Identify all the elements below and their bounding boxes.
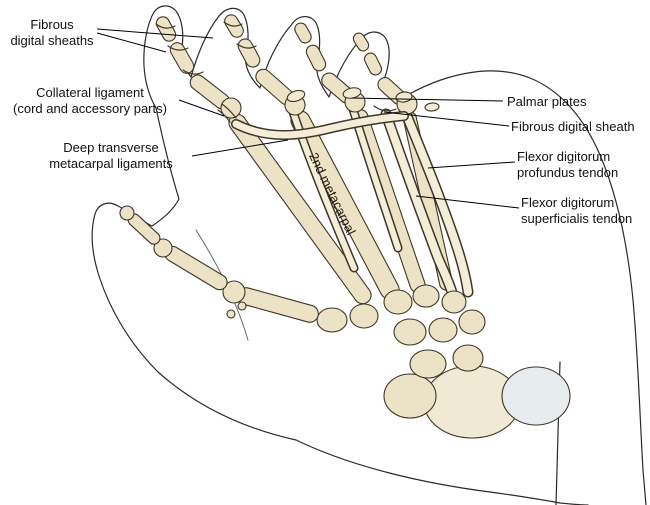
carpal-bone bbox=[383, 289, 413, 315]
label-flexor-digitorum-superficialis-tendon: Flexor digitorum superficialis tendon bbox=[521, 195, 633, 226]
ligament-band bbox=[231, 111, 409, 140]
label-collateral-ligament: Collateral ligament (cord and accessory … bbox=[13, 85, 167, 116]
leader-flexor-superficialis bbox=[415, 195, 520, 209]
finger1-distal-phalanx bbox=[155, 16, 177, 42]
palm-bottom-outline bbox=[295, 439, 589, 505]
palmar-plate-shapes bbox=[286, 87, 440, 112]
leader-palmar-plates bbox=[351, 97, 504, 102]
hand-outline bbox=[91, 5, 647, 505]
finger2-middle-phalanx bbox=[237, 38, 261, 68]
carpal-bone bbox=[412, 284, 440, 308]
ulna-end-bone bbox=[501, 366, 571, 426]
thumb-tip-joint bbox=[119, 205, 135, 221]
finger1-middle-phalanx bbox=[169, 42, 195, 74]
leader-deep-transverse bbox=[191, 139, 289, 157]
carpal-bone bbox=[349, 303, 379, 329]
sesamoid-bone bbox=[226, 309, 236, 319]
label-fibrous-digital-sheaths: Fibrous digital sheaths bbox=[10, 17, 94, 48]
carpal-bone bbox=[452, 344, 484, 372]
flexor-superficialis-tendon-shape bbox=[382, 110, 457, 300]
label-fibrous-digital-sheath: Fibrous digital sheath bbox=[511, 119, 635, 134]
leader-flexor-profundus bbox=[427, 161, 516, 169]
hand-right-edge-outline bbox=[400, 70, 647, 505]
carpal-bone bbox=[409, 349, 447, 379]
label-palmar-plates: Palmar plates bbox=[507, 94, 587, 109]
finger-bones bbox=[155, 14, 407, 110]
palmar-plate-2 bbox=[286, 89, 306, 103]
finger4-middle-phalanx bbox=[363, 52, 383, 76]
finger3-distal-phalanx bbox=[294, 22, 312, 44]
thumb-mcp-joint bbox=[222, 280, 246, 304]
deep-transverse-ligament-shape bbox=[232, 112, 408, 139]
sheath-bands bbox=[155, 21, 397, 123]
carpal-bone bbox=[316, 307, 348, 333]
leader-lines bbox=[96, 28, 520, 209]
leader-collateral-ligament bbox=[178, 99, 225, 117]
finger3-middle-phalanx bbox=[305, 44, 327, 72]
leader-fibrous-sheaths-b bbox=[96, 28, 214, 39]
carpal-bone bbox=[441, 290, 467, 314]
carpal-bone bbox=[393, 318, 427, 346]
collateral-ligament-lines bbox=[217, 103, 237, 123]
fibrous-sheath-band-lines bbox=[155, 21, 397, 112]
carpal-bone bbox=[428, 317, 458, 343]
thumb-ip-joint bbox=[153, 238, 173, 258]
carpal-bones bbox=[316, 284, 571, 439]
thumb-outline bbox=[91, 107, 297, 441]
finger4-distal-phalanx bbox=[352, 32, 370, 52]
label-deep-transverse-metacarpal-ligaments: Deep transverse metacarpal ligaments bbox=[49, 140, 173, 171]
fingers-outline bbox=[143, 5, 402, 109]
flexor-profundus-tendon-shape bbox=[398, 100, 472, 296]
label-flexor-digitorum-profundus-tendon: Flexor digitorum profundus tendon bbox=[517, 149, 619, 180]
thumb-proximal-phalanx bbox=[164, 245, 228, 291]
leader-fibrous-sheaths-a bbox=[96, 32, 167, 53]
carpal-bone bbox=[383, 373, 437, 419]
thumb-metacarpal bbox=[237, 287, 319, 323]
knuckle-1 bbox=[220, 97, 242, 119]
leader-fibrous-digital-sheath bbox=[383, 111, 510, 127]
thumb-bones bbox=[119, 205, 319, 323]
sesamoid-bone bbox=[237, 301, 247, 311]
palmar-plate-5 bbox=[424, 102, 440, 112]
carpal-bone bbox=[458, 309, 486, 335]
